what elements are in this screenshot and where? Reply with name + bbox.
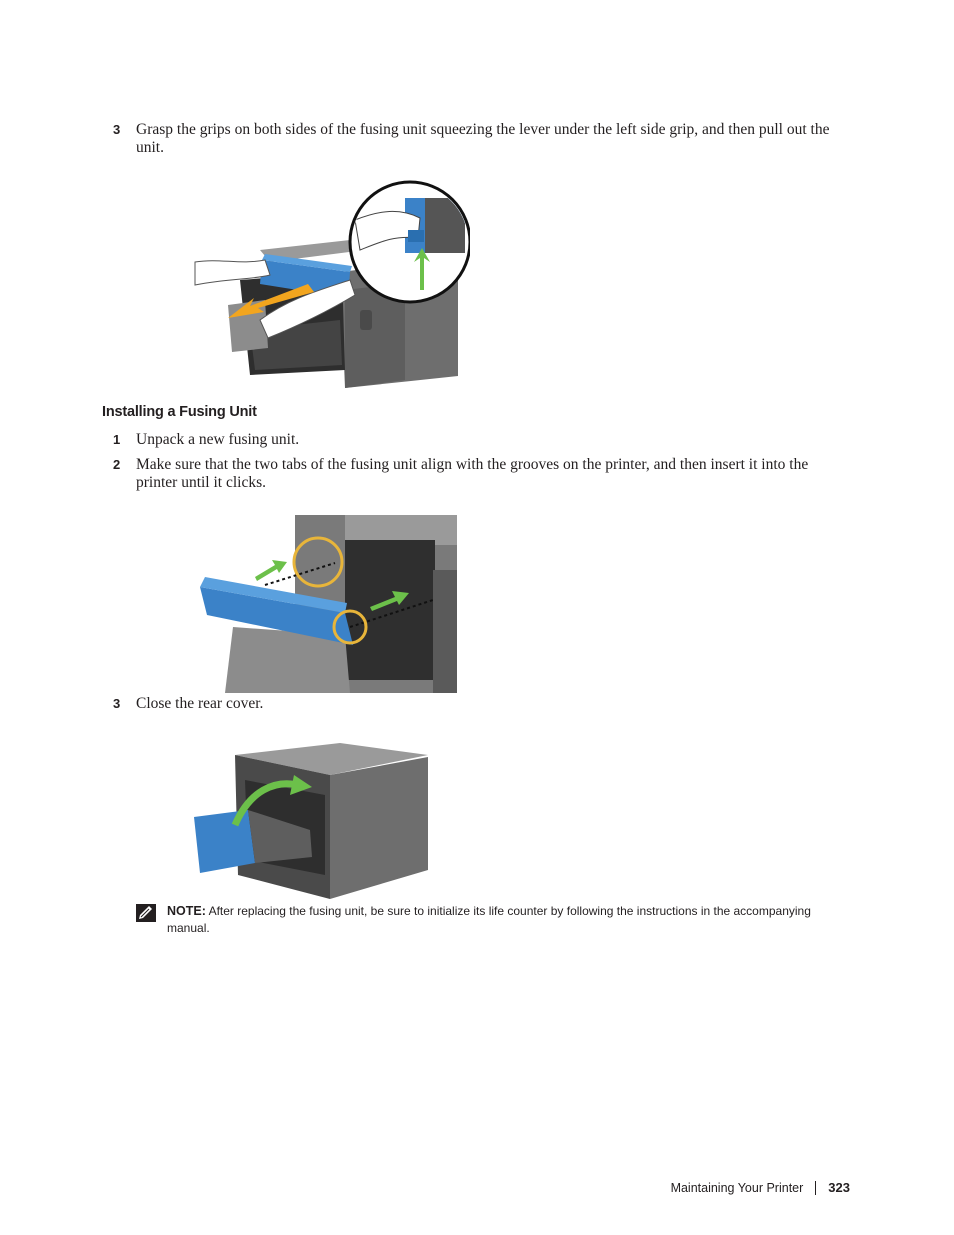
right-hand (259, 279, 356, 339)
step-number: 2 (113, 457, 121, 472)
note-block: NOTE: After replacing the fusing unit, b… (136, 903, 856, 937)
printer-top (235, 743, 428, 775)
page-number: 323 (828, 1180, 850, 1195)
insert-arrow-bottom (370, 591, 409, 611)
left-hand (194, 259, 271, 286)
step-close-rear-cover: 3 Close the rear cover. (113, 695, 853, 713)
step-number: 3 (113, 696, 121, 711)
figure-remove-fusing-unit (194, 180, 470, 388)
step-number: 1 (113, 432, 121, 447)
close-arrow (231, 780, 299, 827)
step-grasp-fusing-unit: 3 Grasp the grips on both sides of the f… (113, 121, 853, 157)
note-label: NOTE: (167, 904, 206, 918)
pull-arrow (228, 284, 314, 318)
figure-close-rear-cover (194, 743, 428, 899)
printer-top (260, 240, 365, 262)
step-text: Unpack a new fusing unit. (136, 431, 300, 448)
lever-arrow (414, 248, 430, 290)
step-text: Make sure that the two tabs of the fusin… (136, 456, 809, 491)
note-text: NOTE: After replacing the fusing unit, b… (167, 903, 856, 937)
tab-highlight-bottom (332, 609, 368, 645)
footer-separator (815, 1180, 817, 1195)
printer-right-side (330, 757, 428, 899)
printer-interior (345, 540, 435, 680)
step-number: 3 (113, 122, 121, 137)
side-latch (360, 310, 372, 330)
step-text: Grasp the grips on both sides of the fus… (136, 121, 830, 156)
step-text: Close the rear cover. (136, 695, 264, 712)
groove-highlight-top (292, 536, 344, 588)
note-body: After replacing the fusing unit, be sure… (167, 904, 811, 935)
fusing-unit (200, 587, 353, 645)
figure-insert-fusing-unit (200, 515, 457, 693)
insert-arrow-top (255, 560, 287, 581)
rear-cover-open (194, 810, 255, 873)
footer-section-title: Maintaining Your Printer (670, 1180, 804, 1195)
rear-cover (225, 627, 350, 693)
pencil-note-icon (136, 904, 156, 922)
section-heading: Installing a Fusing Unit (102, 404, 257, 420)
step-unpack: 1 Unpack a new fusing unit. (113, 431, 853, 449)
step-align-tabs: 2 Make sure that the two tabs of the fus… (113, 456, 853, 492)
page-footer: Maintaining Your Printer 323 (671, 1180, 850, 1195)
